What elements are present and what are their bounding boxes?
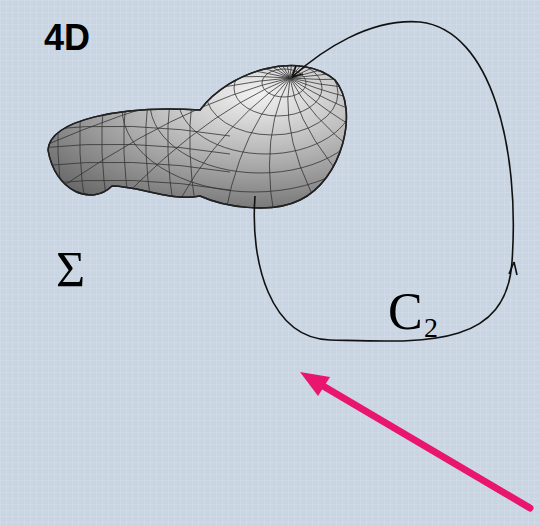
- surface-label: Σ: [56, 244, 85, 294]
- curve-label: C: [388, 286, 423, 338]
- curve-subscript: 2: [424, 314, 438, 342]
- surface-outline: [48, 66, 346, 208]
- pointer-arrow: [300, 372, 530, 508]
- curve-arrowhead: [292, 66, 303, 77]
- curve-c2: [254, 22, 513, 341]
- curve-arrowhead: [509, 262, 517, 275]
- dimension-label: 4D: [44, 20, 90, 56]
- surface-mesh: [0, 0, 540, 278]
